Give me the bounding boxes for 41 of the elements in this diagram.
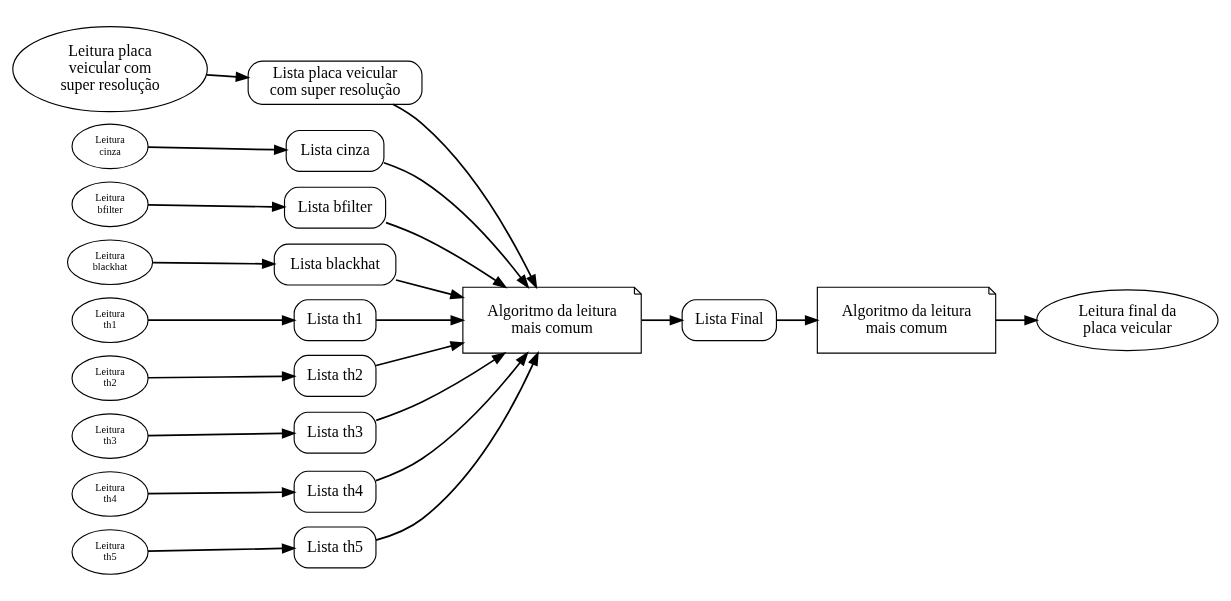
arrow xyxy=(776,315,820,326)
arrow xyxy=(147,543,297,554)
arrow xyxy=(995,315,1040,326)
node-ellipse: Leitura cinza xyxy=(71,123,149,170)
arrow xyxy=(392,103,538,290)
arrow xyxy=(147,487,297,498)
node-box: Lista th3 xyxy=(293,411,377,454)
arrow xyxy=(147,315,297,326)
arrow xyxy=(640,315,685,326)
node-ellipse: Leitura final da placa veicular xyxy=(1036,289,1219,352)
node-ellipse: Leitura th4 xyxy=(71,471,149,517)
arrow xyxy=(147,144,289,155)
node-ellipse: Leitura th2 xyxy=(71,355,149,401)
node-ellipse: Leitura blackhat xyxy=(66,239,154,286)
arrow xyxy=(375,351,507,422)
arrow xyxy=(147,201,287,212)
node-box: Lista th2 xyxy=(293,354,377,397)
node-box: Lista bfilter xyxy=(283,186,387,229)
arrow xyxy=(147,428,297,439)
arrow xyxy=(383,161,530,290)
node-ellipse: Leitura th5 xyxy=(71,529,149,575)
arrow xyxy=(375,341,466,367)
arrow xyxy=(385,221,508,289)
node-ellipse: Leitura th3 xyxy=(71,413,149,459)
arrow xyxy=(152,258,277,269)
arrow xyxy=(147,371,297,382)
arrow xyxy=(375,315,466,326)
arrow xyxy=(375,351,529,482)
node-ellipse: Leitura placa veicular com super resolução xyxy=(12,26,208,113)
arrow xyxy=(395,279,465,300)
node-ellipse: Leitura th1 xyxy=(71,297,149,344)
arrow xyxy=(205,71,251,82)
node-box: Lista cinza xyxy=(285,129,385,172)
node-box: Lista Final xyxy=(681,299,777,342)
node-box: Lista blackhat xyxy=(273,243,397,286)
node-box: Lista th4 xyxy=(293,470,377,513)
node-box: Lista th1 xyxy=(293,299,377,342)
node-box: Lista th5 xyxy=(293,526,377,569)
arrow xyxy=(375,351,539,542)
node-box: Lista placa veicular com super resolução xyxy=(247,60,423,105)
node-ellipse: Leitura bfilter xyxy=(71,181,149,228)
